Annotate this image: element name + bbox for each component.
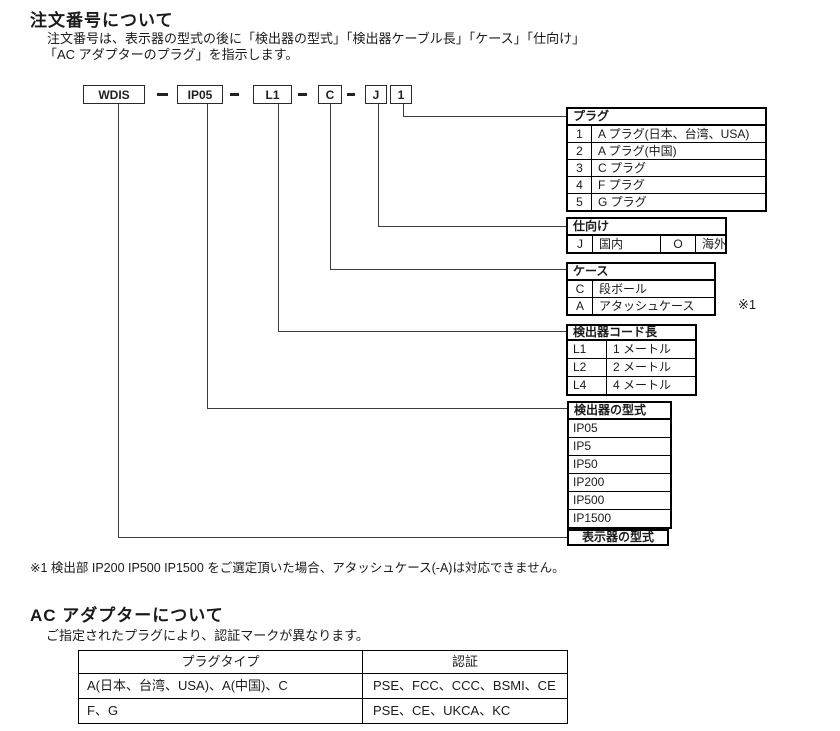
footnote-1: ※1 検出部 IP200 IP500 IP1500 をご選定頂いた場合、アタッシ… [30,561,565,575]
destination-table: 仕向け J 国内 O 海外 [566,217,727,254]
table-row: IP200 [569,474,670,492]
model-segment-ip05: IP05 [177,85,223,104]
connector-plug-horizontal [403,116,566,117]
table-row: C 段ボール [568,281,714,298]
ac-adapter-table: プラグタイプ 認証 A(日本、台湾、USA)、A(中国)、C PSE、FCC、C… [78,650,568,724]
intro-line-1: 注文番号は、表示器の型式の後に「検出器の型式」「検出器ケーブル長」「ケース」「仕… [47,31,586,46]
case-table-title: ケース [568,264,714,281]
connector-display-vertical [118,104,119,537]
plug-table-title: プラグ [568,109,765,126]
table-row: J 国内 O 海外 [568,236,725,252]
model-segment-l1: L1 [253,85,292,104]
dash-separator-1 [157,93,168,96]
ac-table-header-plug-type: プラグタイプ [79,651,363,673]
model-segment-c: C [318,85,342,104]
section1-title: 注文番号について [30,11,174,30]
connector-display-horizontal [118,537,567,538]
section2-title: AC アダプターについて [30,606,224,625]
note-reference-1: ※1 [738,297,757,312]
dash-separator-4 [347,93,355,96]
intro-line-2: 「AC アダプターのプラグ」を指示します。 [44,47,299,62]
table-row: 3 C プラグ [568,160,765,177]
dash-separator-2 [230,93,239,96]
section2-subtext: ご指定されたプラグにより、認証マークが異なります。 [46,628,369,643]
connector-cord-horizontal [278,331,566,332]
table-row: IP5 [569,438,670,456]
table-row: A アタッシュケース [568,298,714,314]
model-segment-wdis: WDIS [83,85,145,104]
dash-separator-3 [298,93,307,96]
model-segment-plug: 1 [390,85,412,104]
table-row: IP50 [569,456,670,474]
display-model-box: 表示器の型式 [567,529,669,546]
table-row: IP500 [569,492,670,510]
cord-length-table-title: 検出器コード長 [568,326,695,341]
table-row: 2 A プラグ(中国) [568,143,765,160]
connector-detector-horizontal [207,408,567,409]
table-row: IP1500 [573,511,612,525]
case-table: ケース C 段ボール A アタッシュケース [566,262,716,316]
connector-destination-horizontal [378,226,566,227]
detector-model-table: 検出器の型式 IP05 IP5 IP50 IP200 IP500 IP1500 [567,401,672,529]
connector-case-horizontal [330,269,566,270]
table-row: L4 4 メートル [568,377,695,394]
connector-plug-vertical [403,104,404,116]
ac-table-header-row: プラグタイプ 認証 [79,651,567,674]
table-row: L2 2 メートル [568,359,695,377]
connector-destination-vertical [378,104,379,226]
table-row: IP05 [569,420,670,438]
plug-table: プラグ 1 A プラグ(日本、台湾、USA) 2 A プラグ(中国) 3 C プ… [566,107,767,212]
table-row: L1 1 メートル [568,341,695,359]
table-row: 4 F プラグ [568,177,765,194]
detector-model-table-title: 検出器の型式 [569,403,670,420]
cord-length-table: 検出器コード長 L1 1 メートル L2 2 メートル L4 4 メートル [566,324,697,396]
table-row: 1 A プラグ(日本、台湾、USA) [568,126,765,143]
connector-case-vertical [330,104,331,269]
connector-cord-vertical [278,104,279,331]
destination-table-title: 仕向け [568,219,725,236]
ac-table-header-certification: 認証 [451,654,478,669]
table-row: 5 G プラグ [568,194,765,210]
connector-detector-vertical [207,104,208,408]
table-row: A(日本、台湾、USA)、A(中国)、C PSE、FCC、CCC、BSMI、CE [79,674,567,699]
table-row: F、G PSE、CE、UKCA、KC [79,699,567,723]
model-segment-j: J [365,85,387,104]
